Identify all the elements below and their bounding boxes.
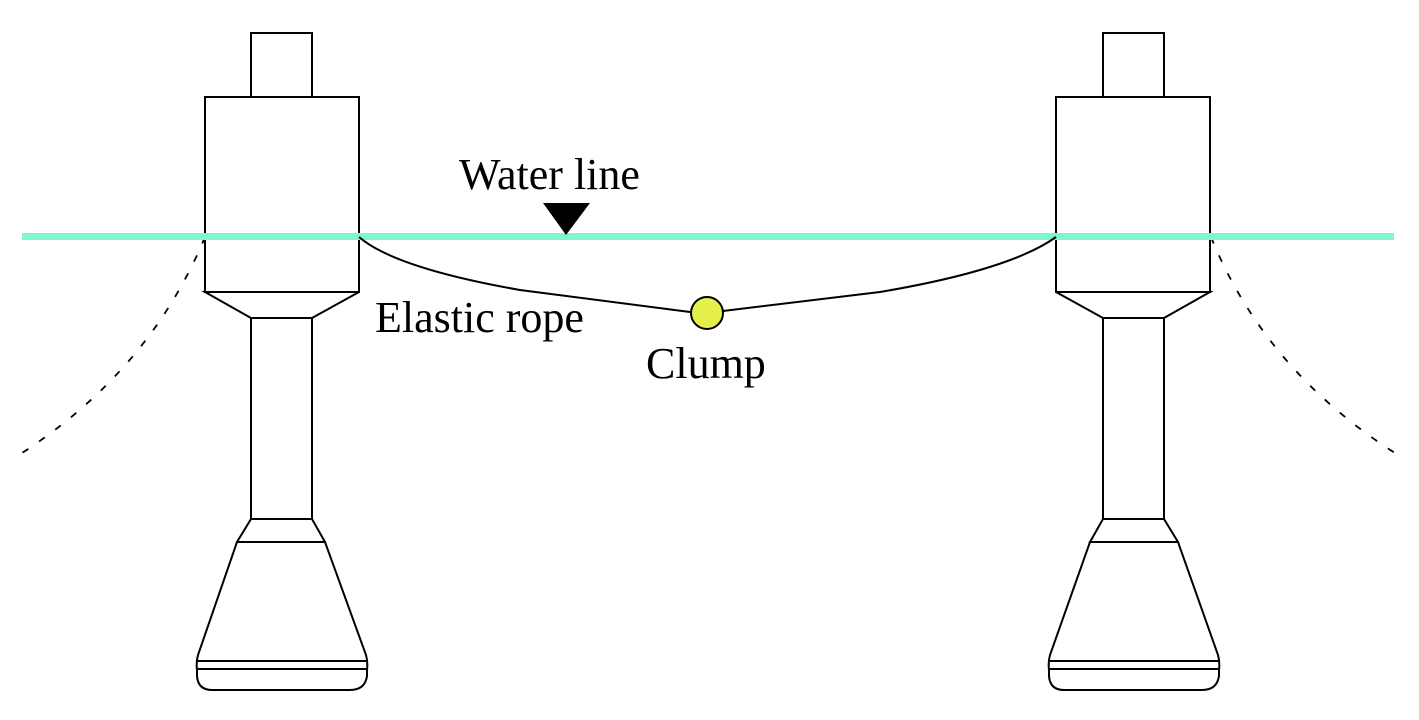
elastic-rope-label: Elastic rope: [375, 293, 584, 342]
left-buoy-top-cap: [250, 32, 313, 98]
elastic-rope: [358, 236, 691, 313]
left-buoy-neck: [250, 317, 313, 520]
clump-label: Clump: [646, 339, 766, 388]
right-buoy-ballast: [1047, 541, 1221, 691]
right-buoy-body: [1055, 96, 1211, 293]
water-line-marker-icon: [543, 203, 590, 235]
left-buoy-collar: [235, 518, 327, 543]
right-buoy-collar: [1088, 518, 1180, 543]
right-buoy-top-cap: [1102, 32, 1165, 98]
right-buoy: [1047, 32, 1221, 691]
right-buoy-neck: [1102, 317, 1165, 520]
right-buoy-upper-taper: [1055, 291, 1214, 319]
left-buoy-ballast: [195, 541, 369, 691]
left-buoy-upper-taper: [201, 291, 360, 319]
water-line: [22, 233, 1394, 240]
left-buoy: [195, 32, 369, 691]
left-buoy-body: [204, 96, 360, 293]
left-mooring-line: [21, 236, 206, 454]
elastic-rope-right: [722, 236, 1057, 312]
clump: [690, 296, 724, 330]
right-mooring-line: [1210, 236, 1396, 454]
water-line-label: Water line: [459, 150, 640, 199]
